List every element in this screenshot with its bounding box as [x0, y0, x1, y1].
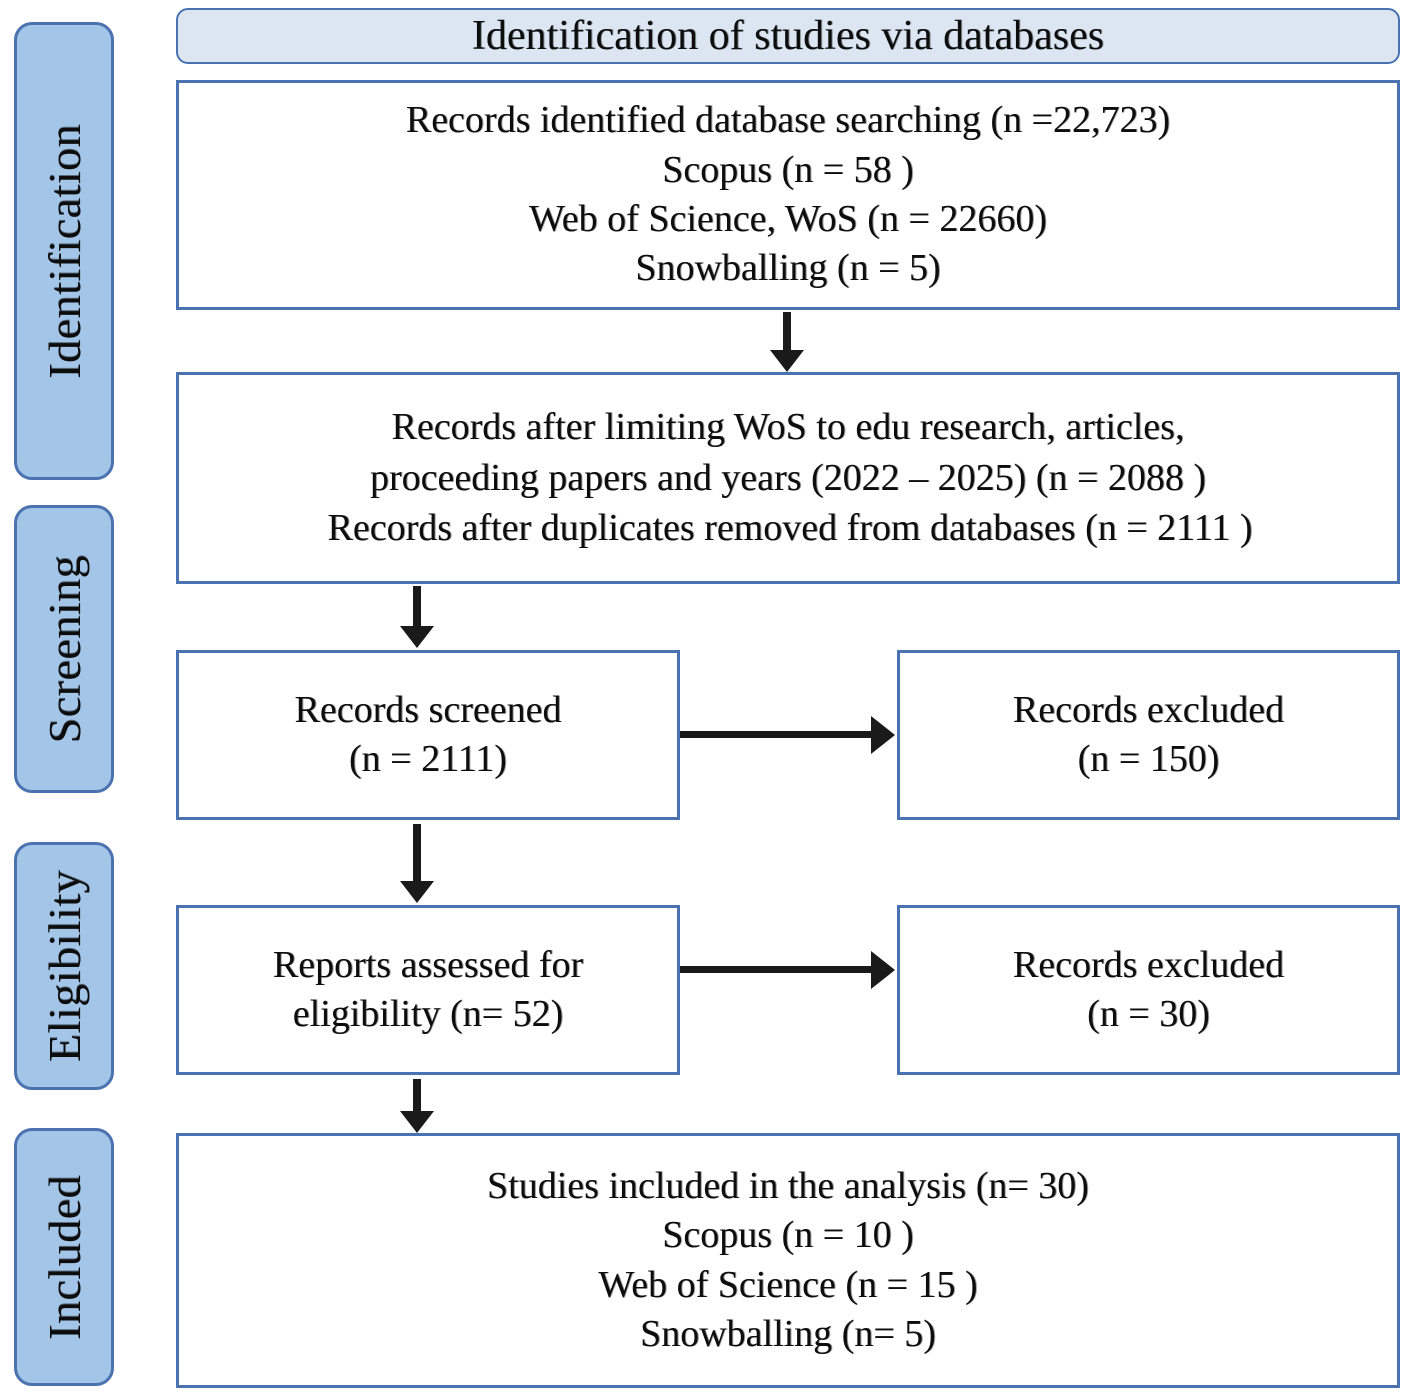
box-records-screened: Records screened (n = 2111) [176, 650, 680, 820]
stage-label-eligibility-text: Eligibility [38, 869, 90, 1063]
stage-label-identification: Identification [14, 22, 114, 480]
box-records-excluded-eligibility-line-2: (n = 30) [1087, 993, 1210, 1035]
arrow-screened-to-excluded [680, 731, 873, 738]
box-records-excluded-eligibility: Records excluded (n = 30) [897, 905, 1400, 1075]
box-records-screened-line-1: Records screened [294, 688, 562, 731]
box-reports-assessed-eligibility-line-1: Reports assessed for [272, 943, 584, 986]
box-studies-included-line-3: Web of Science (n = 15 ) [598, 1263, 978, 1306]
arrow-eligibility-to-included [413, 1079, 421, 1113]
box-records-excluded-eligibility-line-1: Records excluded [1012, 943, 1285, 986]
box-records-identified: Records identified database searching (n… [176, 80, 1400, 310]
diagram-title-banner: Identification of studies via databases [176, 8, 1400, 64]
diagram-title-text: Identification of studies via databases [471, 13, 1105, 59]
box-records-screened-line-2: (n = 2111) [349, 738, 507, 780]
box-studies-included: Studies included in the analysis (n= 30)… [176, 1133, 1400, 1388]
stage-label-identification-text: Identification [38, 123, 90, 379]
box-records-identified-line-2: Scopus (n = 58 ) [662, 148, 914, 191]
box-reports-assessed-eligibility: Reports assessed for eligibility (n= 52) [176, 905, 680, 1075]
box-records-after-limits: Records after limiting WoS to edu resear… [176, 372, 1400, 584]
arrow-after-limits-to-screened [413, 586, 421, 628]
stage-label-screening: Screening [14, 505, 114, 793]
arrow-identified-to-after-limits [783, 312, 791, 352]
box-records-excluded-screening: Records excluded (n = 150) [897, 650, 1400, 820]
box-studies-included-line-1: Studies included in the analysis (n= 30) [487, 1164, 1089, 1207]
box-studies-included-line-4: Snowballing (n= 5) [640, 1312, 936, 1355]
box-studies-included-line-2: Scopus (n = 10 ) [662, 1214, 914, 1257]
box-records-after-limits-line-1: Records after limiting WoS to edu resear… [391, 405, 1185, 448]
stage-label-included-text: Included [38, 1174, 90, 1340]
arrow-screened-to-eligibility [413, 824, 421, 883]
box-records-excluded-screening-line-2: (n = 150) [1077, 738, 1220, 780]
box-records-identified-line-4: Snowballing (n = 5) [635, 247, 941, 290]
stage-label-eligibility: Eligibility [14, 842, 114, 1090]
stage-label-screening-text: Screening [38, 554, 90, 744]
box-records-identified-line-3: Web of Science, WoS (n = 22660) [528, 198, 1047, 240]
arrow-eligibility-to-excluded [680, 966, 873, 973]
box-records-after-limits-line-3: Records after duplicates removed from da… [327, 507, 1253, 550]
box-records-identified-line-1: Records identified database searching (n… [405, 99, 1171, 142]
box-records-excluded-screening-line-1: Records excluded [1012, 688, 1285, 731]
box-records-after-limits-line-2: proceeding papers and years (2022 – 2025… [369, 456, 1207, 499]
stage-label-included: Included [14, 1128, 114, 1386]
box-reports-assessed-eligibility-line-2: eligibility (n= 52) [292, 993, 564, 1035]
